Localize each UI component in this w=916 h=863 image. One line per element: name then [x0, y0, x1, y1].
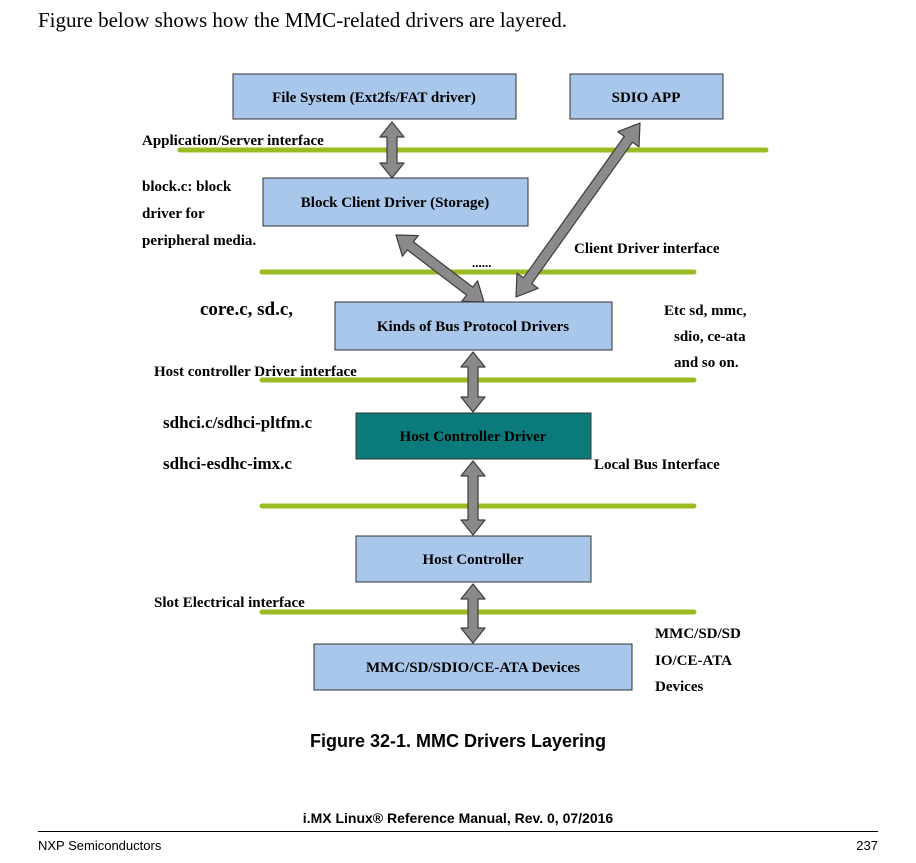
mmc-layering-diagram: File System (Ext2fs/FAT driver) SDIO APP…	[142, 73, 769, 695]
devices-note-line-3: Devices	[655, 679, 703, 695]
etc-note-line-3: and so on.	[674, 355, 739, 371]
ellipsis-label: ......	[472, 255, 492, 270]
double-arrow-icon	[395, 234, 485, 303]
bus-protocol-box	[334, 301, 613, 351]
block-note-line-2: driver for	[142, 206, 205, 222]
host-controller-driver-box	[355, 412, 592, 460]
host-controller-box	[355, 535, 592, 583]
sdhci-file-2-label: sdhci-esdhc-imx.c	[163, 454, 292, 473]
double-arrow-icon	[460, 583, 486, 644]
devices-note-line-2: IO/CE-ATA	[655, 653, 732, 669]
devices-box	[313, 643, 633, 691]
devices-note-line-1: MMC/SD/SD	[655, 626, 741, 642]
double-arrow-icon	[379, 121, 405, 179]
etc-note-line-2: sdio, ce-ata	[674, 329, 746, 345]
intro-text: Figure below shows how the MMC-related d…	[38, 8, 567, 32]
devices-label: MMC/SD/SDIO/CE-ATA Devices	[366, 660, 580, 676]
block-note-line-1: block.c: block	[142, 179, 232, 195]
bus-protocol-label: Kinds of Bus Protocol Drivers	[377, 319, 569, 335]
core-files-label: core.c, sd.c,	[200, 299, 293, 320]
file-system-box	[232, 73, 517, 120]
file-system-label: File System (Ext2fs/FAT driver)	[272, 90, 476, 106]
host-controller-driver-label: Host Controller Driver	[400, 429, 547, 445]
sdhci-file-1-label: sdhci.c/sdhci-pltfm.c	[163, 413, 313, 432]
block-client-label: Block Client Driver (Storage)	[301, 195, 489, 211]
double-arrow-icon	[515, 122, 641, 298]
host-controller-interface-label: Host controller Driver interface	[154, 364, 357, 380]
sdio-app-box	[569, 73, 724, 120]
app-server-interface-label: Application/Server interface	[142, 133, 324, 149]
local-bus-interface-label: Local Bus Interface	[594, 457, 720, 473]
double-arrow-icon	[460, 460, 486, 536]
double-arrow-icon	[460, 351, 486, 413]
block-client-box	[262, 177, 529, 227]
sdio-app-label: SDIO APP	[612, 90, 681, 106]
figure-caption: Figure 32-1. MMC Drivers Layering	[309, 731, 607, 751]
footer-divider	[38, 831, 878, 832]
manual-title: i.MX Linux® Reference Manual, Rev. 0, 07…	[302, 810, 614, 826]
footer-company: NXP Semiconductors	[38, 838, 162, 853]
slot-interface-label: Slot Electrical interface	[154, 595, 305, 611]
block-note-line-3: peripheral media.	[142, 233, 256, 249]
etc-note-line-1: Etc sd, mmc,	[664, 303, 747, 319]
client-driver-interface-label: Client Driver interface	[574, 241, 720, 257]
host-controller-label: Host Controller	[423, 552, 524, 568]
footer-page-number: 237	[856, 838, 878, 853]
